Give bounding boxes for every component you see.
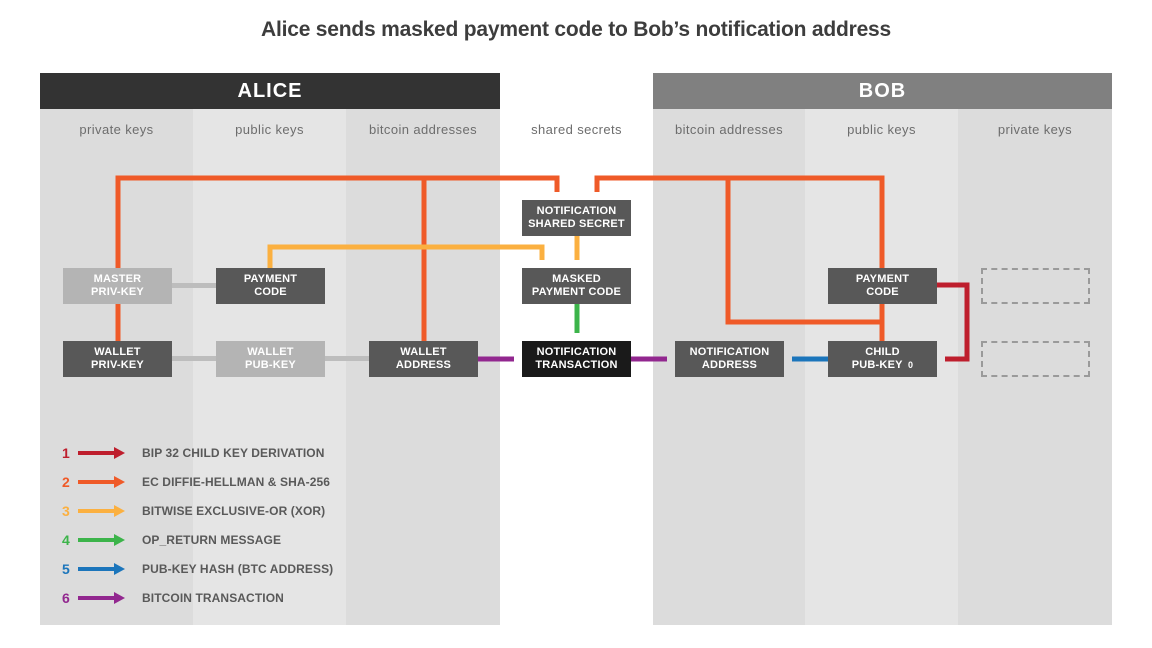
column-caption-bob-private-keys: private keys	[997, 121, 1073, 137]
legend-arrow-icon	[78, 446, 132, 460]
legend-number: 3	[62, 502, 70, 519]
legend-item-6: 6 BITCOIN TRANSACTION	[62, 583, 333, 612]
party-header-alice: ALICE	[40, 73, 500, 109]
node-label-line2: PRIV-KEY	[91, 359, 144, 371]
legend-number: 5	[62, 560, 70, 577]
legend-item-5: 5 PUB-KEY HASH (BTC ADDRESS)	[62, 554, 333, 583]
legend-label: BITCOIN TRANSACTION	[142, 590, 284, 605]
legend-number: 2	[62, 473, 70, 490]
legend-arrow-icon	[78, 562, 132, 576]
node-bob-ghost-bottom	[981, 341, 1090, 377]
node-label-line2: ADDRESS	[395, 359, 452, 371]
node-label-line2: PRIV-KEY	[91, 286, 144, 298]
legend-label: OP_RETURN MESSAGE	[142, 532, 282, 547]
node-label-line1: WALLET	[94, 346, 141, 358]
legend-arrow-icon	[78, 475, 132, 489]
column-caption-alice-private-keys: private keys	[79, 121, 154, 137]
legend-item-3: 3 BITWISE EXCLUSIVE-OR (XOR)	[62, 496, 333, 525]
legend-label: PUB-KEY HASH (BTC ADDRESS)	[142, 561, 334, 576]
node-label-line1: WALLET	[247, 346, 294, 358]
node-label-line2: PUB-KEY	[245, 359, 296, 371]
node-label-line2: TRANSACTION	[535, 359, 618, 371]
column-caption-alice-bitcoin-addresses: bitcoin addresses	[369, 121, 477, 137]
legend-number: 1	[62, 444, 70, 461]
legend-number: 4	[62, 531, 70, 548]
node-label-line1: MASKED	[552, 273, 601, 285]
node-label-line2: CODE	[866, 286, 899, 298]
wire-alice-payment-code-to-masked-payment-code	[267, 244, 545, 268]
legend-item-4: 4 OP_RETURN MESSAGE	[62, 525, 333, 554]
node-label-line1: CHILD	[865, 346, 900, 358]
wire-alice-wallet-priv-to-notification-shared-secret	[115, 175, 560, 341]
wire-orange-xor-into-child-pub-key	[725, 178, 885, 333]
node-label-line2: PUB-KEY 0	[851, 359, 914, 371]
legend-arrow-icon	[78, 533, 132, 547]
legend: 1 BIP 32 CHILD KEY DERIVATION 2 EC DIFFIE-H…	[62, 438, 333, 612]
node-label-line2: PAYMENT CODE	[531, 286, 622, 298]
legend-item-2: 2 EC DIFFIE-HELLMAN & SHA-256	[62, 467, 333, 496]
column-caption-shared-secrets: shared secrets	[531, 121, 622, 137]
legend-label: EC DIFFIE-HELLMAN & SHA-256	[142, 474, 331, 489]
node-label-line2: SHARED SECRET	[528, 218, 625, 230]
node-label-line1: NOTIFICATION	[536, 346, 617, 358]
node-label-line1: NOTIFICATION	[536, 205, 617, 217]
connector-wallet-priv-to-pub	[172, 356, 216, 361]
node-label-line1: PAYMENT	[855, 273, 910, 285]
node-label-line2: CODE	[254, 286, 287, 298]
legend-label: BITWISE EXCLUSIVE-OR (XOR)	[142, 503, 326, 518]
legend-label: BIP 32 CHILD KEY DERIVATION	[142, 445, 325, 460]
column-caption-bob-bitcoin-addresses: bitcoin addresses	[675, 121, 783, 137]
node-label-line2: ADDRESS	[701, 359, 758, 371]
node-label-line1: WALLET	[400, 346, 447, 358]
node-bob-ghost-top	[981, 268, 1090, 304]
legend-arrow-icon	[78, 591, 132, 605]
legend-item-1: 1 BIP 32 CHILD KEY DERIVATION	[62, 438, 333, 467]
connector-master-to-payment-code	[172, 283, 216, 288]
band-bob-private-keys	[958, 73, 1112, 625]
legend-arrow-icon	[78, 504, 132, 518]
wire-bob-child-pub-to-notification-shared-secret	[594, 175, 885, 341]
node-label-line1: NOTIFICATION	[689, 346, 770, 358]
node-label-line1: MASTER	[93, 273, 142, 285]
legend-number: 6	[62, 589, 70, 606]
connector-wallet-pub-to-address	[325, 356, 369, 361]
wire-bob-payment-code-to-child-pub-key	[937, 282, 970, 362]
column-caption-bob-public-keys: public keys	[847, 121, 916, 137]
column-caption-alice-public-keys: public keys	[235, 121, 304, 137]
page-title: Alice sends masked payment code to Bob’s…	[260, 18, 892, 41]
node-label-line1: PAYMENT	[243, 273, 298, 285]
party-header-bob: BOB	[653, 73, 1112, 109]
node-label-index: 0	[902, 360, 914, 370]
